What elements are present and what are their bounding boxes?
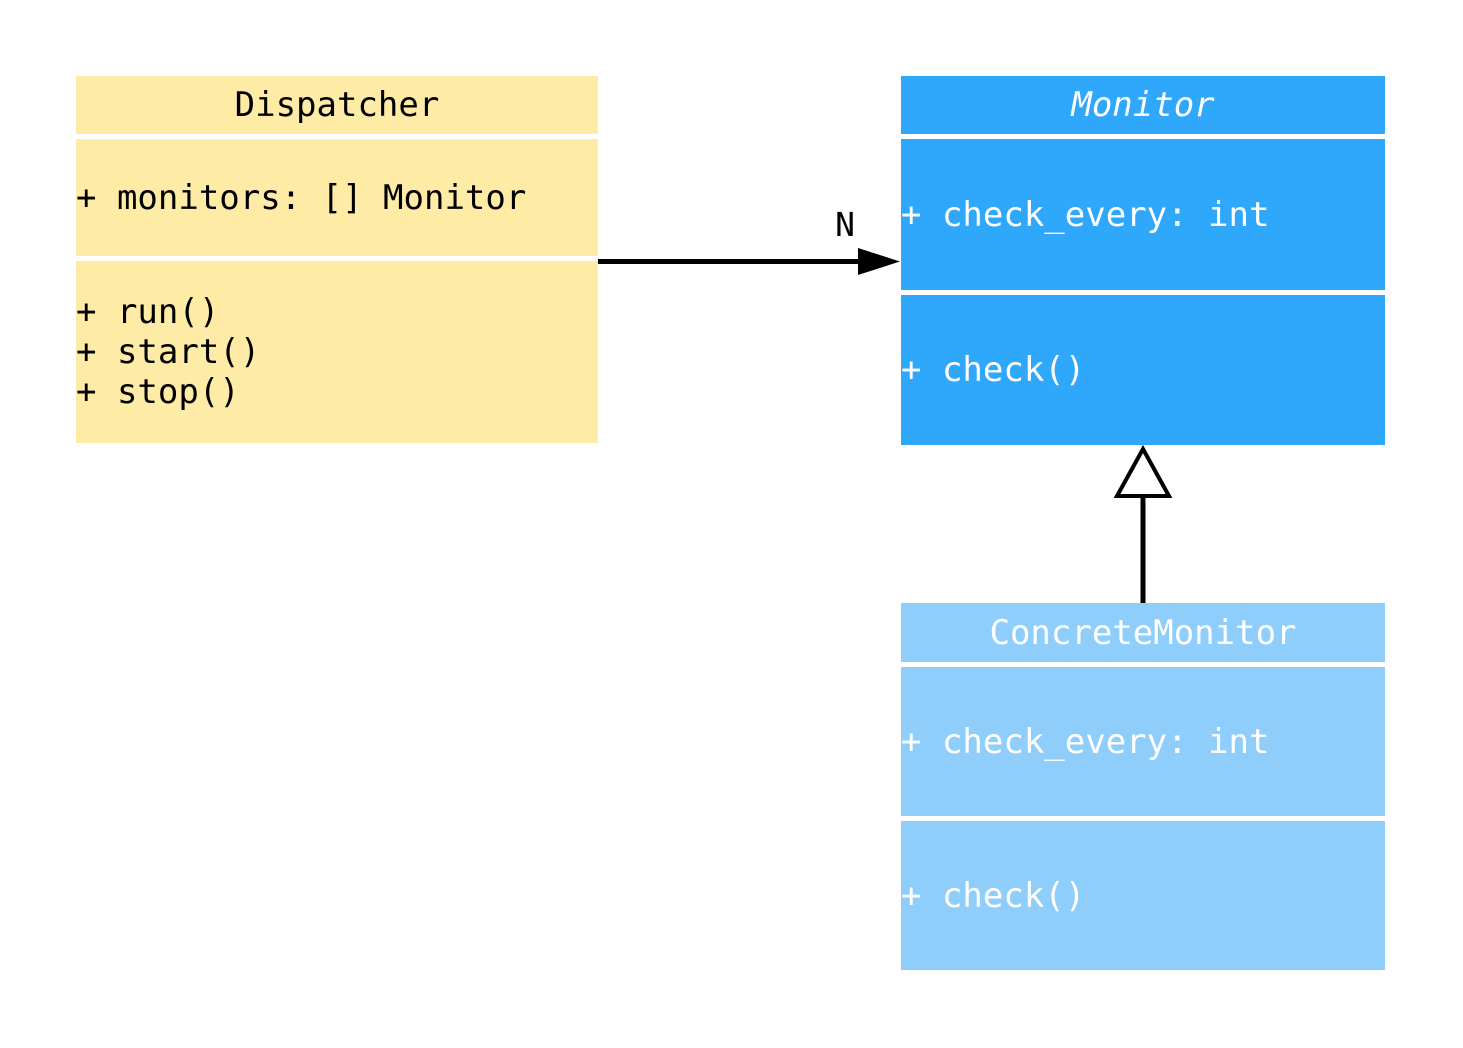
class-title-concrete-monitor: ConcreteMonitor — [901, 603, 1385, 662]
class-attributes-dispatcher: + monitors: [] Monitor — [76, 139, 598, 256]
attribute-row: + monitors: [] Monitor — [76, 177, 527, 218]
attribute-row: + check_every: int — [901, 194, 1270, 235]
method-row: + check() — [901, 875, 1086, 916]
class-methods-concrete-monitor: + check() — [901, 821, 1385, 970]
class-attributes-concrete-monitor: + check_every: int — [901, 667, 1385, 816]
class-title-dispatcher: Dispatcher — [76, 76, 598, 134]
hollow-triangle-arrowhead-icon — [1113, 444, 1173, 498]
method-row: + stop() — [76, 372, 240, 412]
association-multiplicity-label: N — [835, 205, 855, 244]
filled-arrowhead-icon — [858, 248, 900, 275]
method-row: + run() — [76, 292, 220, 332]
class-attributes-monitor: + check_every: int — [901, 139, 1385, 290]
inheritance-arrow-concrete-monitor-to-monitor — [1113, 444, 1173, 603]
attribute-row: + check_every: int — [901, 721, 1270, 762]
class-title-monitor: Monitor — [901, 76, 1385, 134]
method-row: + start() — [76, 332, 261, 372]
class-methods-dispatcher: + run() + start() + stop() — [76, 261, 598, 443]
association-arrow-dispatcher-to-monitor — [598, 248, 900, 275]
method-row: + check() — [901, 350, 1086, 390]
class-box-dispatcher: Dispatcher + monitors: [] Monitor + run(… — [76, 76, 598, 443]
class-box-concrete-monitor: ConcreteMonitor + check_every: int + che… — [901, 603, 1385, 970]
class-box-monitor: Monitor + check_every: int + check() — [901, 76, 1385, 445]
class-methods-monitor: + check() — [901, 295, 1385, 445]
